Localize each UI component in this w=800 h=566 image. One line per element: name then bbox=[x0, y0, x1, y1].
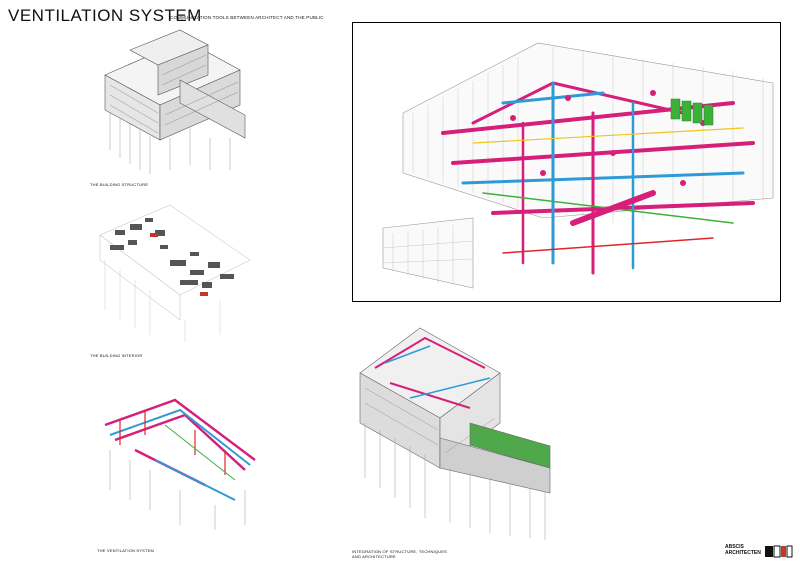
caption-integration-line2: AND ARCHITECTURE bbox=[352, 554, 396, 559]
logo-line2: ARCHITECTEN bbox=[725, 550, 761, 556]
caption-integration: INTEGRATION OF STRUCTURE, TECHNIQUES AND… bbox=[352, 549, 447, 559]
building-structure-diagram bbox=[104, 29, 246, 174]
building-ventilation-render bbox=[382, 42, 774, 289]
ventilation-system-diagram bbox=[104, 398, 256, 530]
logo-line1: ABSCIS bbox=[725, 544, 744, 550]
caption-structure: THE BUILDING STRUCTURE bbox=[90, 182, 149, 187]
architect-logo: ABSCIS ARCHITECTEN bbox=[725, 544, 761, 556]
caption-integration-line1: INTEGRATION OF STRUCTURE, TECHNIQUES bbox=[352, 549, 448, 554]
integration-section-diagram bbox=[359, 327, 551, 540]
page-title: VENTILATION SYSTEM bbox=[8, 6, 202, 25]
building-interior-diagram bbox=[99, 204, 251, 342]
logo-mark-icon bbox=[765, 545, 793, 558]
main-render-frame bbox=[352, 22, 781, 302]
caption-interior: THE BUILDING INTERIOR bbox=[90, 353, 143, 358]
caption-ventilation: THE VENTILATION SYSTEM bbox=[97, 548, 154, 553]
page-subtitle: COMMUNICATION TOOLS BETWEEN ARCHITECT AN… bbox=[170, 15, 324, 20]
